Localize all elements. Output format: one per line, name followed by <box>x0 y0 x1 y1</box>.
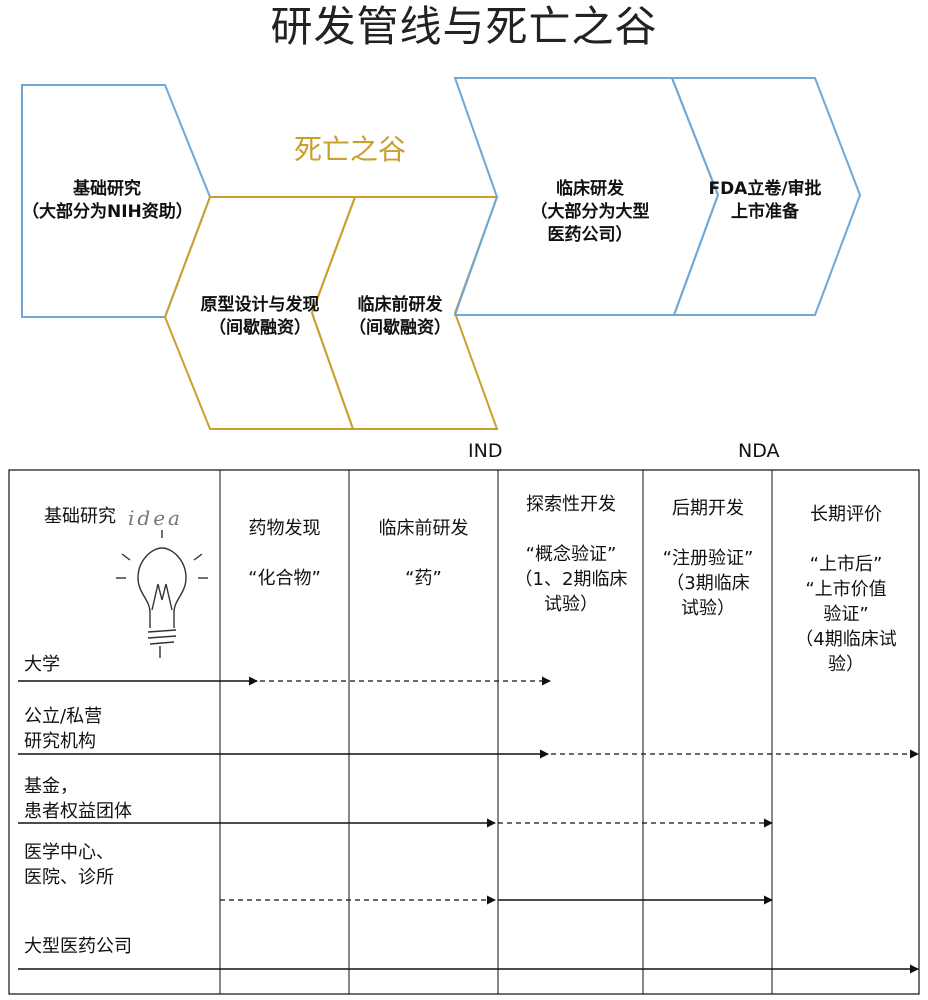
lightbulb-icon <box>116 530 208 658</box>
phase-longterm-header: 长期评价 “上市后” “上市价值 验证” （4期临床试 验） <box>795 504 897 675</box>
org-pharma-label: 大型医药公司 <box>24 936 132 957</box>
stage-basic-label: 基础研究 （大部分为NIH资助） <box>22 179 193 222</box>
phase-late-header: 后期开发 “注册验证” （3期临床 试验） <box>662 498 754 619</box>
org-university-label: 大学 <box>24 654 60 675</box>
org-institutes-label: 公立/私营 研究机构 <box>24 706 103 752</box>
stage-preclinical-label: 临床前研发 （间歇融资） <box>349 295 451 338</box>
phase-basic-header: 基础研究 <box>44 506 116 527</box>
org-foundations-label: 基金， 患者权益团体 <box>24 776 132 822</box>
stage-clinical-label: 临床研发 （大部分为大型 医药公司） <box>530 179 650 245</box>
phase-preclinical-header: 临床前研发 “药” <box>378 518 469 589</box>
idea-text: idea <box>128 506 183 530</box>
stage-prototype-label: 原型设计与发现 （间歇融资） <box>200 295 320 338</box>
fda-chevron <box>670 77 862 316</box>
phase-exploratory-header: 探索性开发 “概念验证” （1、2期临床 试验） <box>514 494 628 615</box>
death-valley-label: 死亡之谷 <box>293 133 406 166</box>
phase-table-frame <box>8 469 920 995</box>
phase-discovery-header: 药物发现 “化合物” <box>248 518 321 589</box>
milestone-ind: IND <box>468 440 503 462</box>
org-medical-label: 医学中心、 医院、诊所 <box>24 842 114 888</box>
page-title: 研发管线与死亡之谷 <box>270 2 658 51</box>
milestone-nda: NDA <box>738 440 780 462</box>
stage-fda-label: FDA立卷/审批 上市准备 <box>708 179 822 222</box>
